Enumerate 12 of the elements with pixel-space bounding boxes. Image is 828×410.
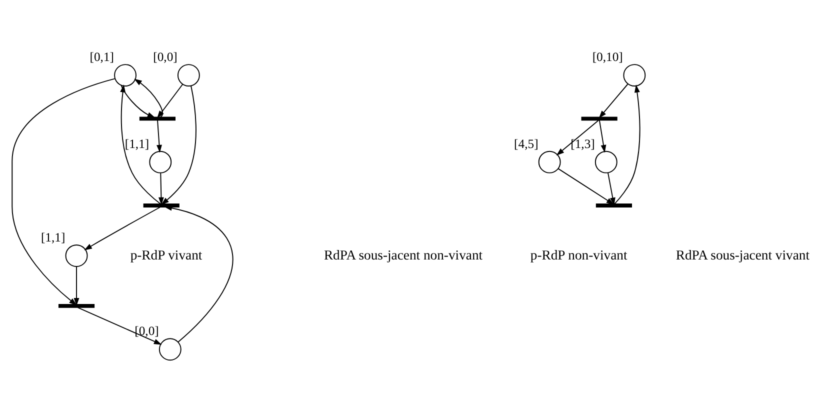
label: p-RdP vivant: [130, 246, 202, 262]
node-label: [0,1]: [90, 50, 114, 64]
node-label: [1,1]: [40, 230, 66, 244]
node-label: [1,3]: [570, 136, 595, 150]
node-label: [4,5]: [514, 136, 538, 150]
node-label: [0,0]: [153, 50, 178, 64]
node-label: [0,0]: [134, 324, 159, 338]
node-label: [0,10]: [592, 50, 623, 64]
label: RdPA sous-jacent vivant: [676, 246, 810, 262]
label: p-RdP non-vivant: [530, 246, 628, 262]
label: RdPA sous-jacent non-vivant: [324, 246, 483, 262]
node-label: [1,1]: [124, 136, 150, 150]
